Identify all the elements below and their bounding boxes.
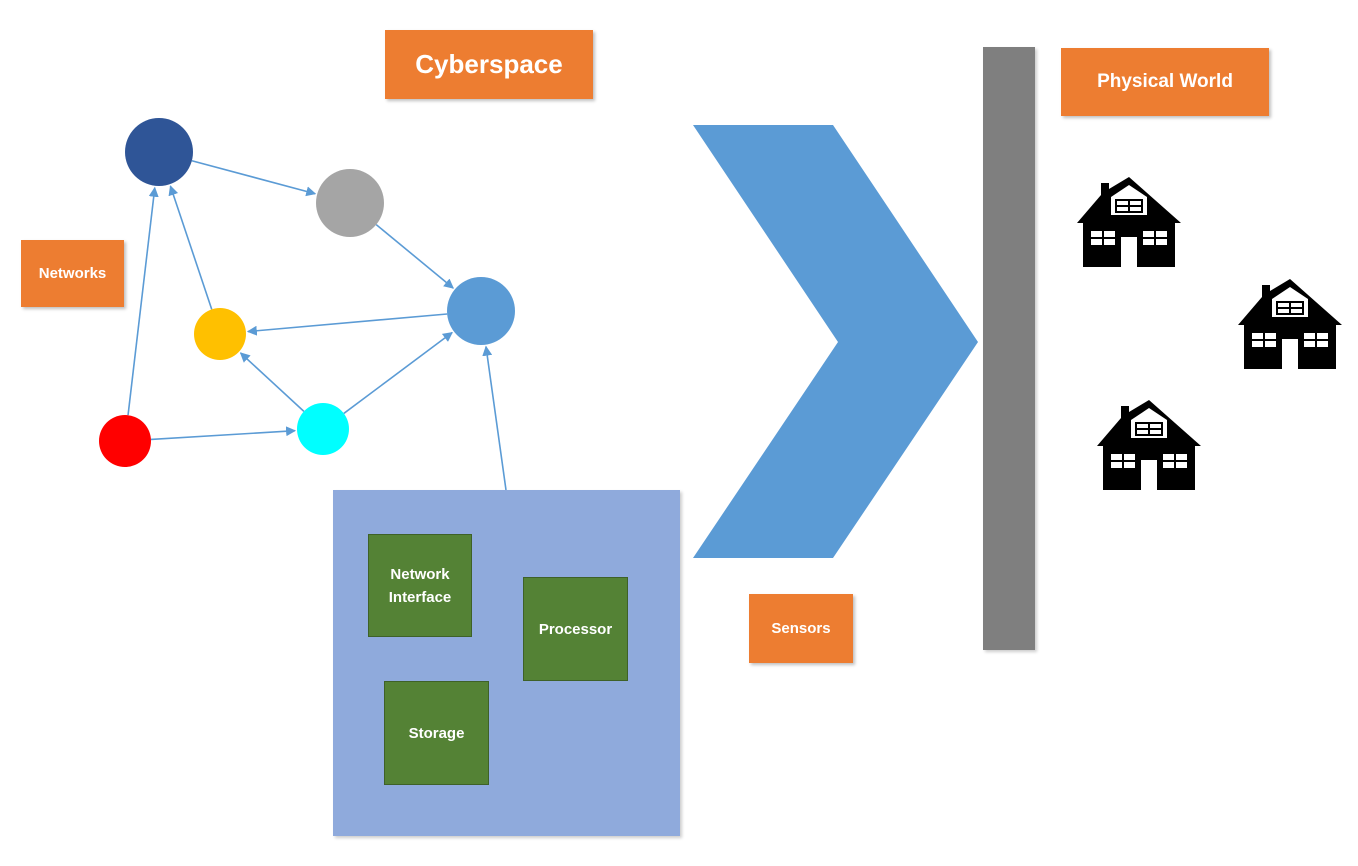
edge-device-to-blue [482,345,507,491]
network-node-blue [447,277,515,345]
house-icon [1077,177,1181,267]
processor-block: Processor [523,577,628,681]
edge-yellow-to-navy [168,185,213,310]
networks-label: Networks [21,240,124,307]
network-nodes [99,118,515,467]
edge-blue-to-yellow [246,313,448,336]
house-icon [1238,279,1342,369]
edge-navy-to-gray [191,159,317,197]
house-icon [1097,400,1201,490]
storage-block: Storage [384,681,489,785]
edge-red-to-cyan [150,426,297,441]
sensors-label: Sensors [749,594,853,663]
cyberspace-label: Cyberspace [385,30,593,99]
network-node-gray [316,169,384,237]
network-node-navy [125,118,193,186]
network-node-yellow [194,308,246,360]
edge-cyan-to-yellow [239,352,305,412]
edge-gray-to-blue [375,224,454,289]
physical-world-label: Physical World [1061,48,1269,116]
network-node-cyan [297,403,349,455]
cyber-physical-boundary-wall [983,47,1035,650]
edge-cyan-to-blue [343,331,453,415]
network-edges [127,159,507,491]
network-interface-block: Network Interface [368,534,472,637]
network-node-red [99,415,151,467]
sensors-chevron-arrow [693,125,978,558]
edge-red-to-navy [127,186,159,416]
